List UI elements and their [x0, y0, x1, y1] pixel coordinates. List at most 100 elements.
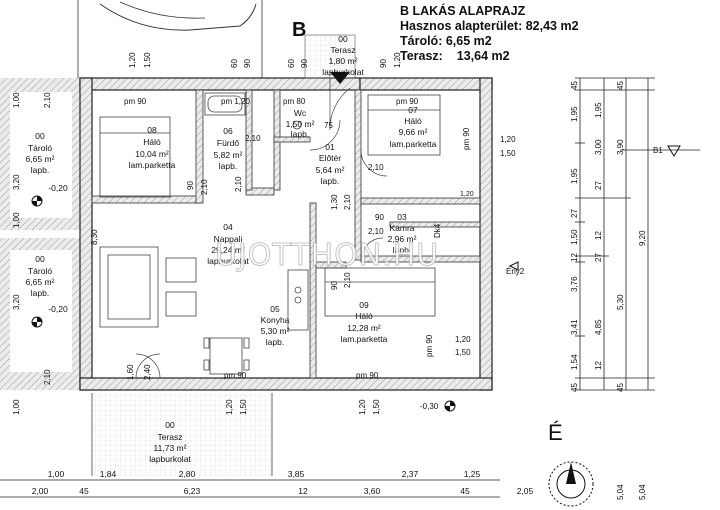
svg-text:90: 90 [243, 59, 252, 68]
svg-text:06: 06 [223, 126, 233, 136]
room-09-label: 09 Háló 12,28 m² lam.parketta [341, 300, 388, 344]
svg-text:6,23: 6,23 [184, 486, 201, 496]
svg-text:2,10: 2,10 [343, 272, 352, 288]
svg-text:12: 12 [298, 486, 308, 496]
room-04-label: 04 Nappali 29,24 m² lapburkolat [207, 222, 249, 266]
svg-text:12: 12 [594, 231, 603, 240]
svg-text:2,10: 2,10 [234, 176, 243, 192]
svg-text:5,30 m²: 5,30 m² [261, 326, 290, 336]
svg-text:-0,20: -0,20 [48, 183, 68, 193]
level-markers [31, 195, 456, 412]
svg-text:1,95: 1,95 [594, 102, 603, 118]
svg-text:1,00: 1,00 [12, 92, 21, 108]
svg-text:lapb.: lapb. [219, 161, 237, 171]
north-arrow-icon [548, 461, 594, 507]
svg-text:2,00: 2,00 [32, 486, 49, 496]
svg-text:Wc: Wc [294, 108, 307, 118]
svg-text:Ény2: Ény2 [506, 267, 525, 276]
svg-text:3,85: 3,85 [288, 469, 305, 479]
svg-text:45: 45 [570, 383, 579, 392]
svg-text:27: 27 [570, 209, 579, 218]
entrance-arrow [330, 72, 350, 84]
svg-text:1,50 m²: 1,50 m² [286, 119, 315, 129]
svg-text:lapb.: lapb. [291, 129, 309, 139]
svg-text:00: 00 [338, 34, 348, 44]
bed-07 [367, 94, 441, 156]
svg-text:1,20: 1,20 [460, 191, 474, 198]
svg-text:9,20: 9,20 [638, 230, 647, 246]
svg-text:12: 12 [594, 361, 603, 370]
svg-text:-0,30: -0,30 [420, 402, 439, 411]
svg-text:5,64 m²: 5,64 m² [316, 165, 345, 175]
svg-text:lam.parketta: lam.parketta [129, 160, 176, 170]
car-sketch [99, 3, 257, 31]
svg-text:lapburkolat: lapburkolat [207, 256, 249, 266]
bottom-dimension-texts: 1,00 1,84 2,80 3,85 2,37 1,25 2,00 45 6,… [32, 469, 534, 496]
terrace-area: Terasz: 13,64 m2 [400, 49, 510, 63]
svg-text:1,60: 1,60 [126, 364, 135, 380]
svg-text:lapburkolat: lapburkolat [149, 454, 191, 464]
svg-text:2,96 m²: 2,96 m² [388, 234, 417, 244]
svg-text:Terasz: Terasz [157, 432, 182, 442]
plan-header: B LAKÁS ALAPRAJZ Hasznos alapterület: 82… [400, 4, 579, 64]
svg-text:60: 60 [230, 59, 239, 68]
svg-text:1,00: 1,00 [48, 469, 65, 479]
svg-text:8,30: 8,30 [90, 229, 99, 245]
svg-text:1,80 m²: 1,80 m² [329, 56, 358, 66]
right-dimension-texts: 45 1,95 1,95 27 1,50 12 3,76 3,41 1,54 4… [570, 81, 647, 500]
svg-text:00: 00 [35, 131, 45, 141]
svg-text:Előtér: Előtér [319, 153, 341, 163]
svg-text:2,05: 2,05 [517, 486, 534, 496]
storage-bottom [0, 238, 80, 390]
annotations: pm 90 pm 1,20 pm 80 pm 90 pm 90 pm 90 -0… [124, 97, 663, 411]
svg-text:-0,20: -0,20 [48, 304, 68, 314]
svg-text:Háló: Háló [404, 116, 422, 126]
eny2-marker-icon [508, 261, 519, 271]
svg-text:2,80: 2,80 [179, 469, 196, 479]
north-label: É [548, 420, 563, 445]
svg-text:03: 03 [397, 212, 407, 222]
svg-text:3,20: 3,20 [12, 174, 21, 190]
svg-text:2,40: 2,40 [143, 364, 152, 380]
svg-text:9,66 m²: 9,66 m² [399, 127, 428, 137]
svg-text:lam.parketta: lam.parketta [390, 139, 437, 149]
svg-text:pm 90: pm 90 [356, 371, 379, 380]
svg-text:45: 45 [460, 486, 470, 496]
svg-text:75: 75 [324, 121, 333, 130]
svg-text:1,95: 1,95 [570, 106, 579, 122]
room-wc-label: Wc 1,50 m² lapb. [286, 108, 315, 139]
svg-text:1,00: 1,00 [12, 212, 21, 228]
inner-walls [91, 89, 481, 379]
svg-text:Tároló: Tároló [28, 266, 52, 276]
svg-text:1,20: 1,20 [225, 399, 234, 415]
svg-text:1,50: 1,50 [455, 348, 471, 357]
bed-09 [324, 267, 436, 317]
svg-text:pm 1,20: pm 1,20 [221, 97, 250, 106]
room-01-label: 01 Előtér 5,64 m² lapb. [316, 142, 345, 186]
svg-text:1,50: 1,50 [143, 52, 152, 68]
svg-text:12: 12 [570, 253, 579, 262]
svg-text:45: 45 [79, 486, 89, 496]
svg-text:6,65 m²: 6,65 m² [26, 154, 55, 164]
svg-text:90: 90 [330, 281, 339, 290]
svg-text:3,90: 3,90 [616, 139, 625, 155]
svg-text:1,50: 1,50 [500, 149, 516, 158]
svg-text:1,30: 1,30 [330, 194, 339, 210]
svg-text:29,24 m²: 29,24 m² [211, 245, 245, 255]
svg-text:1,20: 1,20 [358, 399, 367, 415]
svg-text:07: 07 [408, 105, 418, 115]
svg-text:60: 60 [287, 59, 296, 68]
svg-text:10,04 m²: 10,04 m² [135, 149, 169, 159]
svg-text:1,50: 1,50 [570, 229, 579, 245]
svg-text:45: 45 [616, 383, 625, 392]
svg-text:lapburkolat: lapburkolat [322, 67, 364, 77]
svg-text:5,04: 5,04 [638, 484, 647, 500]
svg-text:27: 27 [594, 181, 603, 190]
room-05-label: 05 Konyha 5,30 m² lapb. [261, 304, 290, 347]
b1-marker-icon [667, 145, 681, 157]
svg-text:2,10: 2,10 [43, 92, 52, 108]
svg-text:12,28 m²: 12,28 m² [347, 323, 381, 333]
svg-text:2,10: 2,10 [368, 227, 384, 236]
svg-text:1,50: 1,50 [372, 399, 381, 415]
